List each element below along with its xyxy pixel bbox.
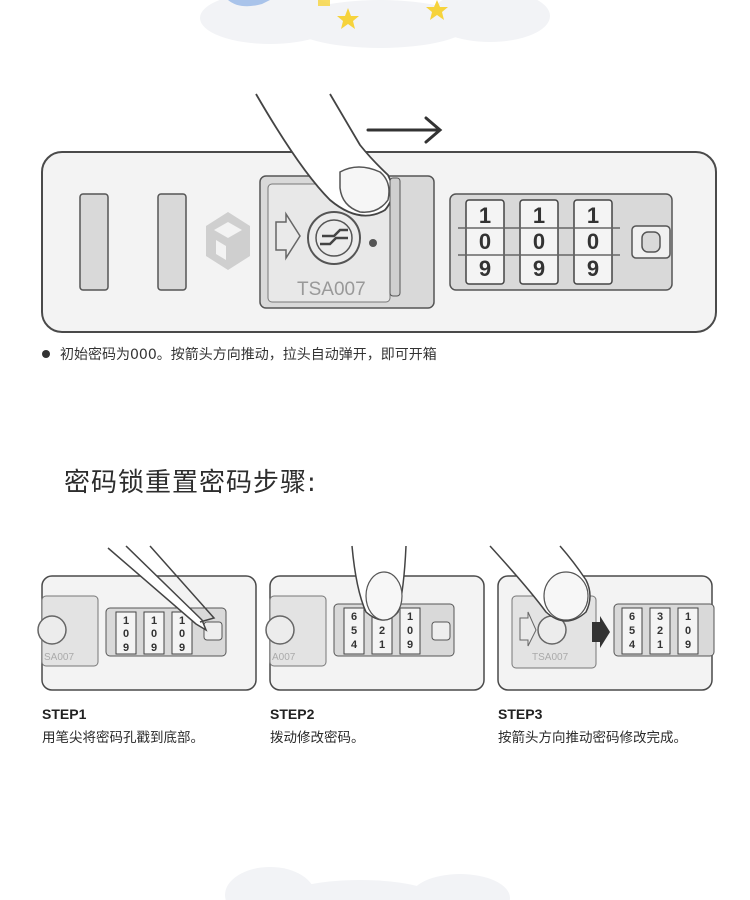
svg-text:1: 1 xyxy=(407,611,413,623)
top-decoration xyxy=(200,0,550,48)
svg-text:0: 0 xyxy=(407,625,413,637)
svg-text:9: 9 xyxy=(407,639,413,651)
svg-text:0: 0 xyxy=(123,628,129,640)
svg-text:2: 2 xyxy=(379,625,385,637)
dial xyxy=(465,199,613,285)
svg-text:1: 1 xyxy=(379,639,385,651)
push-arrow-icon xyxy=(592,616,610,648)
svg-text:5: 5 xyxy=(629,625,635,637)
step1-illustration: SA007 109 109 109 xyxy=(37,545,257,691)
push-direction-arrow-icon xyxy=(366,116,443,144)
step3-illustration: TSA007 6 5 4 3 2 1 1 0 9 xyxy=(489,545,715,691)
pen-icon xyxy=(107,545,208,632)
dial-1-top: 1 xyxy=(479,203,491,228)
svg-text:1: 1 xyxy=(123,615,129,627)
dial-2-bottom: 9 xyxy=(533,256,545,281)
dial-3-top: 1 xyxy=(587,203,599,228)
svg-text:6: 6 xyxy=(351,611,357,623)
cloud-character-icon xyxy=(228,0,270,7)
svg-text:0: 0 xyxy=(685,625,691,637)
step2-desc: 拨动修改密码。 xyxy=(270,730,365,746)
lock-model-label: TSA007 xyxy=(297,279,366,300)
dial-3-bottom: 9 xyxy=(587,256,599,281)
svg-text:SA007: SA007 xyxy=(44,652,74,663)
step3-desc: 按箭头方向推动密码修改完成。 xyxy=(498,730,687,746)
dial-1-value: 0 xyxy=(479,229,491,254)
dial-3-value: 0 xyxy=(587,229,599,254)
svg-text:9: 9 xyxy=(685,639,691,651)
dial-1-bottom: 9 xyxy=(479,256,491,281)
step2-illustration: A007 654 121 109 xyxy=(265,545,485,691)
slot-right xyxy=(157,193,187,291)
svg-text:6: 6 xyxy=(629,611,635,623)
dial-2-value: 0 xyxy=(533,229,545,254)
svg-text:TSA007: TSA007 xyxy=(532,652,569,663)
bullet-icon xyxy=(42,350,50,358)
instruction-note: 初始密码为000。按箭头方向推动，拉头自动弹开，即可开箱 xyxy=(42,344,437,364)
svg-text:2: 2 xyxy=(657,625,663,637)
svg-text:A007: A007 xyxy=(272,652,296,663)
star-icon xyxy=(337,8,359,29)
step3-label: STEP3 xyxy=(498,706,543,722)
svg-text:4: 4 xyxy=(351,639,358,651)
svg-text:3: 3 xyxy=(657,611,663,623)
svg-text:0: 0 xyxy=(151,628,157,640)
svg-text:5: 5 xyxy=(351,625,357,637)
svg-text:9: 9 xyxy=(123,642,129,654)
step2-label: STEP2 xyxy=(270,706,315,722)
svg-text:4: 4 xyxy=(629,639,636,651)
dial-2-top: 1 xyxy=(533,203,545,228)
step1-desc: 用笔尖将密码孔戳到底部。 xyxy=(42,730,204,746)
dial-housing xyxy=(449,193,673,291)
star-icon xyxy=(426,0,448,20)
slider-arrow-icon xyxy=(275,211,301,261)
bottom-cloud-decoration xyxy=(225,867,510,900)
svg-text:0: 0 xyxy=(179,628,185,640)
svg-text:9: 9 xyxy=(151,642,157,654)
svg-text:1: 1 xyxy=(657,639,663,651)
tsa-logo-icon xyxy=(206,212,250,270)
lock-illustration: TSA007 1 0 9 1 0 9 1 0 9 xyxy=(41,93,717,333)
step1-label: STEP1 xyxy=(42,706,87,722)
slot-left xyxy=(79,193,109,291)
svg-text:1: 1 xyxy=(685,611,691,623)
steps-illustration: SA007 109 109 109 A007 654 121 109 xyxy=(37,545,715,691)
svg-text:9: 9 xyxy=(179,642,185,654)
section-title: 密码锁重置密码步骤: xyxy=(64,468,317,498)
svg-text:1: 1 xyxy=(151,615,157,627)
svg-text:1: 1 xyxy=(179,615,185,627)
note-text: 初始密码为000。按箭头方向推动，拉头自动弹开，即可开箱 xyxy=(60,347,437,363)
